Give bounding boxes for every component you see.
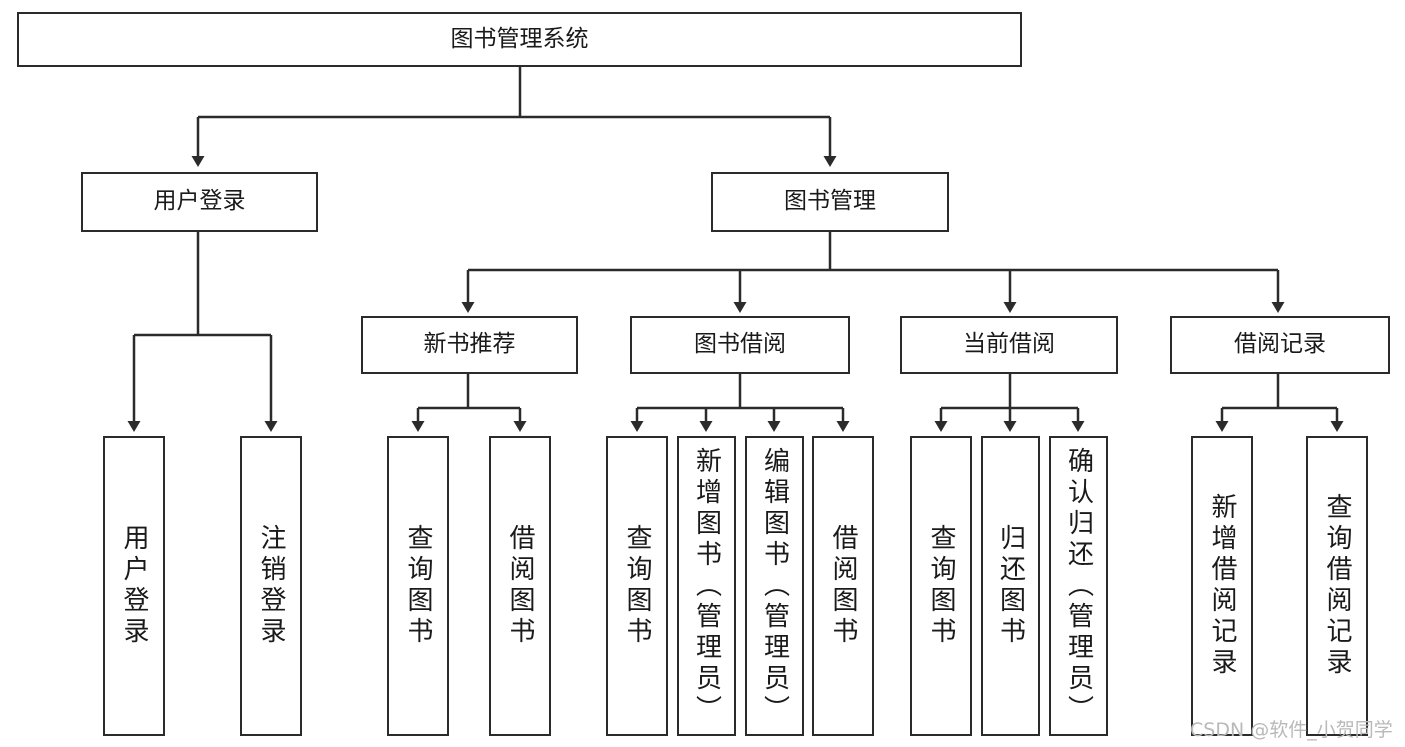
node-label: 新增图书（管理员）: [691, 446, 722, 726]
node-leaf-user-login[interactable]: 用户登录: [103, 436, 165, 736]
node-borrow-record[interactable]: 借阅记录: [1170, 316, 1390, 374]
node-leaf-query-book-1[interactable]: 查询图书: [387, 436, 449, 736]
node-current-borrow[interactable]: 当前借阅: [900, 316, 1118, 374]
node-leaf-logout-login[interactable]: 注销登录: [240, 436, 302, 736]
node-leaf-query-book-3[interactable]: 查询图书: [910, 436, 972, 736]
node-leaf-add-record[interactable]: 新增借阅记录: [1191, 436, 1253, 736]
node-book-borrow[interactable]: 图书借阅: [630, 316, 850, 374]
node-leaf-query-book-2[interactable]: 查询图书: [606, 436, 668, 736]
node-label: 图书管理: [784, 188, 876, 215]
node-book-manage[interactable]: 图书管理: [711, 172, 949, 232]
node-new-book-rec[interactable]: 新书推荐: [361, 316, 578, 374]
node-leaf-borrow-book-1[interactable]: 借阅图书: [489, 436, 551, 736]
node-label: 查询借阅记录: [1322, 493, 1352, 679]
node-label: 确认归还（管理员）: [1063, 446, 1094, 726]
node-label: 图书管理系统: [450, 25, 589, 52]
node-label: 编辑图书（管理员）: [759, 446, 790, 726]
node-label: 用户登录: [153, 188, 246, 215]
node-label: 新书推荐: [423, 331, 516, 358]
node-user-login[interactable]: 用户登录: [81, 172, 318, 232]
node-label: 查询图书: [403, 524, 433, 648]
node-leaf-borrow-book-2[interactable]: 借阅图书: [812, 436, 874, 736]
node-label: 借阅图书: [828, 524, 858, 648]
node-leaf-query-record[interactable]: 查询借阅记录: [1306, 436, 1368, 736]
node-label: 注销登录: [256, 524, 286, 648]
node-label: 借阅图书: [505, 524, 535, 648]
node-label: 查询图书: [926, 524, 956, 648]
node-leaf-edit-book[interactable]: 编辑图书（管理员）: [745, 436, 804, 736]
node-label: 当前借阅: [963, 331, 1055, 358]
node-label: 借阅记录: [1234, 331, 1326, 358]
node-label: 图书借阅: [694, 331, 786, 358]
csdn-watermark: CSDN @软件_小贺同学: [1190, 719, 1393, 741]
node-leaf-return-book[interactable]: 归还图书: [981, 436, 1040, 736]
node-leaf-add-book[interactable]: 新增图书（管理员）: [677, 436, 736, 736]
node-leaf-confirm-return[interactable]: 确认归还（管理员）: [1049, 436, 1108, 736]
node-root-system[interactable]: 图书管理系统: [17, 12, 1022, 67]
node-label: 查询图书: [622, 524, 652, 648]
node-label: 用户登录: [119, 524, 149, 648]
node-label: 归还图书: [995, 524, 1026, 648]
node-label: 新增借阅记录: [1207, 493, 1237, 679]
